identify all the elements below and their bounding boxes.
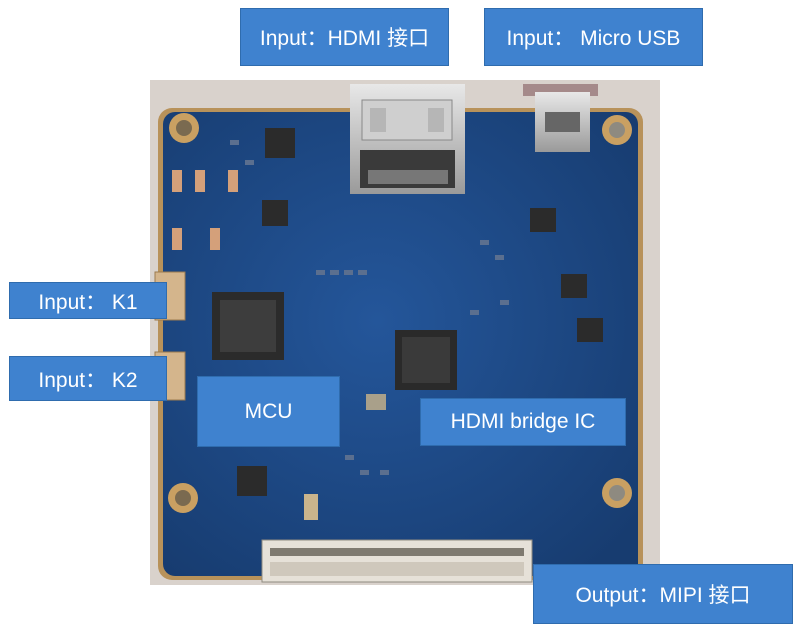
hdmi-bridge-ic-label: HDMI bridge IC (420, 398, 626, 446)
mcu-chip (212, 292, 284, 360)
mipi-connector (261, 539, 533, 583)
mipi-output-label: Output：MIPI 接口 (533, 564, 793, 624)
k2-input-label: Input： K2 (9, 356, 167, 401)
k1-input-label: Input： K1 (9, 282, 167, 319)
hdmi-bridge-chip (395, 330, 457, 390)
misc-components (237, 128, 603, 496)
smd-parts (230, 140, 509, 475)
micro-usb-input-label: Input： Micro USB (484, 8, 703, 66)
hdmi-connector (350, 84, 465, 194)
copper-pads (172, 170, 386, 520)
micro-usb-connector (523, 84, 598, 152)
mounting-holes (168, 113, 632, 513)
mcu-label: MCU (197, 376, 340, 447)
hdmi-input-label: Input：HDMI 接口 (240, 8, 449, 66)
